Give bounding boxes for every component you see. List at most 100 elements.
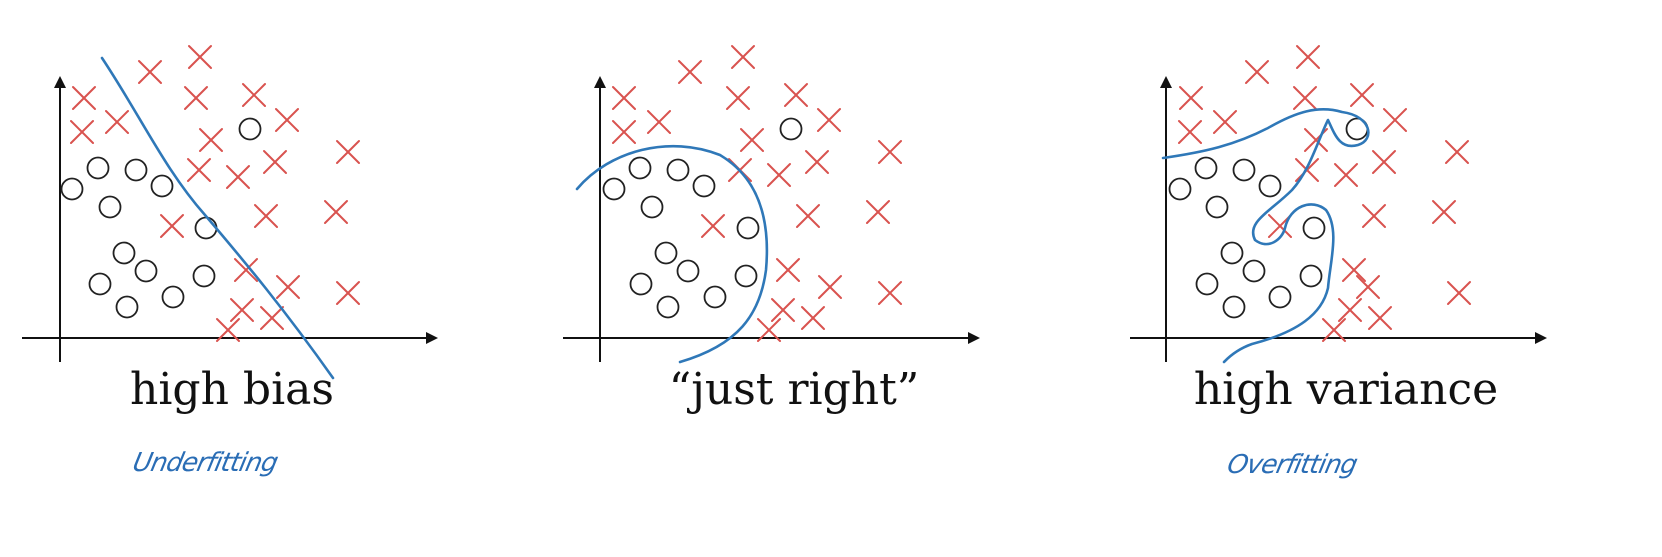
panel-2-cross-19 bbox=[878, 281, 902, 305]
panel-3-cross-17 bbox=[1342, 258, 1366, 282]
panel-1-circle-1 bbox=[238, 117, 262, 141]
panel-2-cross-16 bbox=[866, 200, 890, 224]
panel-2-cross-9 bbox=[817, 108, 841, 132]
panel-1-circle-6 bbox=[98, 195, 122, 219]
panel-2-circle-11 bbox=[629, 272, 653, 296]
panel-1-circle-13 bbox=[115, 295, 139, 319]
panel-3-circle-10 bbox=[1299, 264, 1323, 288]
panel-1-circle-11 bbox=[88, 272, 112, 296]
panel-2-circle-7 bbox=[736, 216, 760, 240]
panel-2-circle-4 bbox=[692, 174, 716, 198]
panel-3-cross-21 bbox=[1368, 306, 1392, 330]
panel-3-cross-15 bbox=[1362, 204, 1386, 228]
panel-1-circle-3 bbox=[124, 158, 148, 182]
panel-1-cross-21 bbox=[260, 306, 284, 330]
panel-3-cross-2 bbox=[1296, 45, 1320, 69]
panel-1-cross-6 bbox=[70, 120, 94, 144]
panel-1-circle-12 bbox=[161, 285, 185, 309]
panel-1-circle-10 bbox=[192, 264, 216, 288]
panel-3-circle-8 bbox=[1220, 241, 1244, 265]
panel-2-circle-6 bbox=[640, 195, 664, 219]
panel-2-cross-17 bbox=[776, 258, 800, 282]
panel-1-cross-15 bbox=[254, 204, 278, 228]
panel-3-cross-19 bbox=[1447, 281, 1471, 305]
panel-1-circle-8 bbox=[112, 241, 136, 265]
panel-2-circle-2 bbox=[628, 156, 652, 180]
panel-3-cross-10 bbox=[1445, 140, 1469, 164]
panel-1-cross-1 bbox=[138, 60, 162, 84]
panel-3-cross-9 bbox=[1383, 108, 1407, 132]
panel-1-cross-9 bbox=[275, 108, 299, 132]
panel-1-linear-boundary bbox=[100, 56, 335, 380]
panel-2-circle-8 bbox=[654, 241, 678, 265]
panel-2-cross-6 bbox=[612, 120, 636, 144]
panel-3-handwritten-note: Overfitting bbox=[1224, 450, 1360, 480]
panel-3-cross-20 bbox=[1338, 298, 1362, 322]
panel-1-cross-7 bbox=[105, 110, 129, 134]
panel-3-cross-22 bbox=[1322, 318, 1346, 342]
panel-1-cross-22 bbox=[216, 318, 240, 342]
panel-3-circle-4 bbox=[1258, 174, 1282, 198]
panel-3-cross-5 bbox=[1350, 83, 1374, 107]
panel-2-caption: “just right” bbox=[668, 364, 920, 415]
panel-2-cross-8 bbox=[740, 128, 764, 152]
panel-1-circle-7 bbox=[194, 216, 218, 240]
panel-3-axes bbox=[1130, 76, 1547, 362]
panel-1-circle-4 bbox=[150, 174, 174, 198]
panel-2-cross-1 bbox=[678, 60, 702, 84]
panel-1-circle-9 bbox=[134, 259, 158, 283]
panel-1-circle-5 bbox=[60, 177, 84, 201]
panel-2-cross-2 bbox=[731, 45, 755, 69]
panel-2-cross-22 bbox=[757, 318, 781, 342]
panel-3-circle-11 bbox=[1195, 272, 1219, 296]
panel-2-cross-5 bbox=[784, 83, 808, 107]
panel-2-circle-10 bbox=[734, 264, 758, 288]
panel-3-wiggly-boundary bbox=[1161, 108, 1370, 364]
panel-1-cross-10 bbox=[336, 140, 360, 164]
panel-1-cross-13 bbox=[263, 150, 287, 174]
panel-3-cross-6 bbox=[1178, 120, 1202, 144]
panel-2-cross-13 bbox=[805, 150, 829, 174]
panel-3-circle-12 bbox=[1268, 285, 1292, 309]
data-marks-layer bbox=[60, 45, 1471, 342]
panel-3-cross-1 bbox=[1245, 60, 1269, 84]
panel-1-cross-11 bbox=[187, 158, 211, 182]
panel-1-cross-5 bbox=[242, 83, 266, 107]
panel-3-cross-18 bbox=[1356, 275, 1380, 299]
panel-3-circle-7 bbox=[1302, 216, 1326, 240]
panel-2-circle-9 bbox=[676, 259, 700, 283]
panel-3-caption: high variance bbox=[1193, 364, 1499, 415]
panel-3-cross-4 bbox=[1293, 86, 1317, 110]
panel-2-cross-12 bbox=[767, 163, 791, 187]
panel-1-cross-17 bbox=[234, 258, 258, 282]
panel-3-cross-7 bbox=[1213, 110, 1237, 134]
panel-1-cross-18 bbox=[276, 275, 300, 299]
panel-3-cross-16 bbox=[1432, 200, 1456, 224]
panel-3-circle-3 bbox=[1232, 158, 1256, 182]
panel-3-cross-3 bbox=[1179, 86, 1203, 110]
panel-2-circle-3 bbox=[666, 158, 690, 182]
panel-2-cross-14 bbox=[701, 214, 725, 238]
panel-2-circle-12 bbox=[703, 285, 727, 309]
panel-3-circle-2 bbox=[1194, 156, 1218, 180]
panel-2-cross-15 bbox=[796, 204, 820, 228]
panel-2-cross-7 bbox=[647, 110, 671, 134]
panel-1-cross-20 bbox=[230, 298, 254, 322]
panel-2-circle-1 bbox=[779, 117, 803, 141]
panel-1-cross-16 bbox=[324, 200, 348, 224]
panel-1-cross-3 bbox=[72, 86, 96, 110]
panel-1-handwritten-note: Underfitting bbox=[129, 448, 281, 478]
panel-1-cross-2 bbox=[188, 45, 212, 69]
panel-2-axes bbox=[563, 76, 980, 362]
panel-1-cross-19 bbox=[336, 281, 360, 305]
panel-3-cross-13 bbox=[1372, 150, 1396, 174]
panel-2-cross-3 bbox=[612, 86, 636, 110]
panel-2-cross-18 bbox=[818, 275, 842, 299]
panel-3-circle-5 bbox=[1168, 177, 1192, 201]
panel-2-cross-10 bbox=[878, 140, 902, 164]
panel-2-circle-13 bbox=[656, 295, 680, 319]
panel-1-cross-8 bbox=[199, 128, 223, 152]
panel-3-circle-6 bbox=[1205, 195, 1229, 219]
panel-2-circle-5 bbox=[602, 177, 626, 201]
panel-2-cross-21 bbox=[801, 306, 825, 330]
